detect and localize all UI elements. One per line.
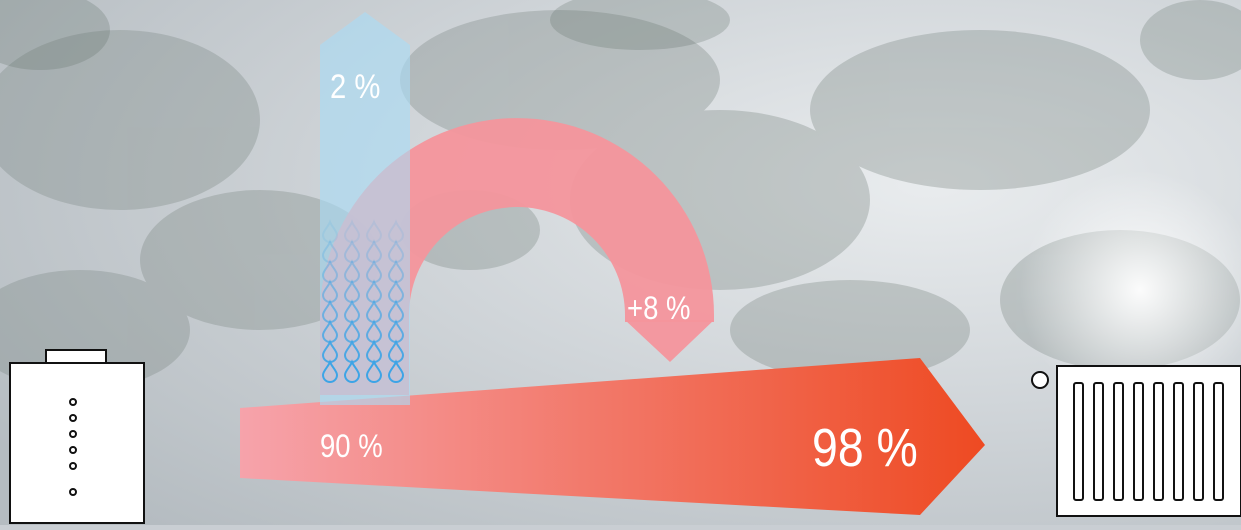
water-drop [343, 359, 361, 383]
water-drop [387, 359, 405, 383]
recovered-heat-arrowhead [625, 320, 714, 362]
radiator-fin [1113, 382, 1124, 501]
water-drop-icon [321, 219, 405, 383]
radiator-fin [1193, 382, 1204, 501]
radiator-fin [1153, 382, 1164, 501]
radiator-fin [1093, 382, 1104, 501]
water-drop [365, 359, 383, 383]
recovered-heat-label: +8 % [627, 290, 691, 326]
boiler-icon [9, 349, 145, 524]
recovered-heat-arc [320, 118, 714, 396]
radiator-icon [1031, 365, 1241, 517]
output-efficiency-label: 98 % [812, 418, 918, 478]
radiator-fin [1073, 382, 1084, 501]
water-drop [343, 239, 361, 263]
vapor-loss-label: 2 % [330, 68, 381, 106]
radiator-fin [1213, 382, 1224, 501]
water-drop [365, 239, 383, 263]
main-heat-arrow [240, 358, 985, 515]
radiator-fin [1133, 382, 1144, 501]
water-drop [321, 219, 339, 243]
vapor-loss-arrow [320, 12, 410, 405]
water-drop [321, 239, 339, 263]
radiator-fin [1173, 382, 1184, 501]
sun-glow [1020, 170, 1241, 410]
water-drop [321, 359, 339, 383]
input-efficiency-label: 90 % [320, 428, 383, 464]
water-drop [343, 219, 361, 243]
water-drop [387, 239, 405, 263]
water-drop [387, 219, 405, 243]
water-drop [365, 219, 383, 243]
